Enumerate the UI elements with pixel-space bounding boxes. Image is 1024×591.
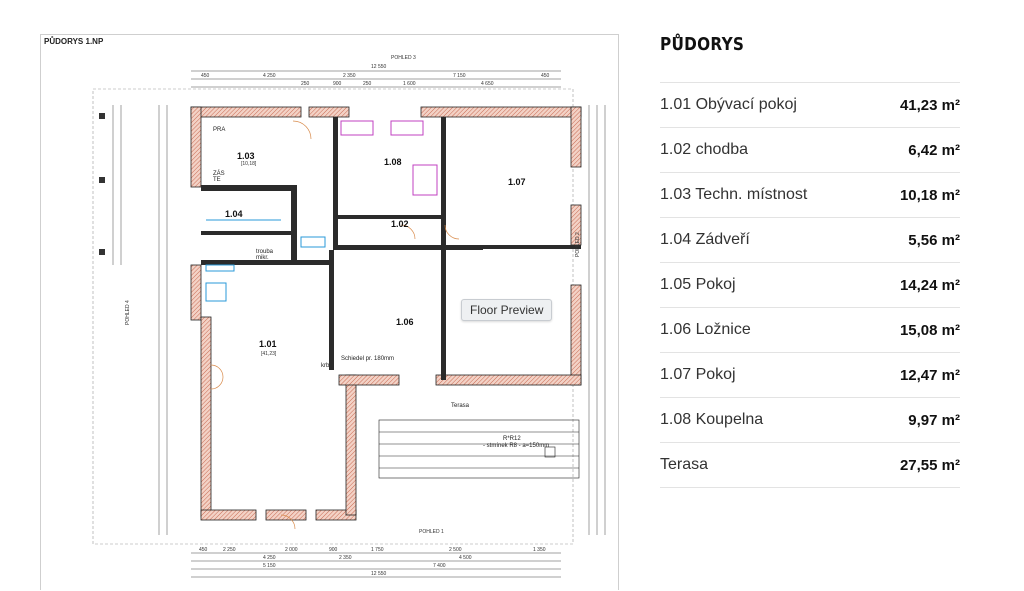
room-label-1-03: 1.03 — [237, 151, 255, 161]
room-area: 15,08 m² — [899, 321, 960, 339]
room-area: 9,97 m² — [908, 411, 960, 429]
room-row: 1.06 Ložnice 15,08 m² — [660, 308, 960, 353]
room-name: 1.01 Obývací pokoj — [660, 96, 797, 113]
bottom-dim: 2 500 — [449, 547, 462, 553]
stair-label: R*R12 — [503, 436, 521, 442]
fireplace-label: krb — [321, 363, 330, 369]
room-name: 1.06 Ložnice — [660, 321, 751, 338]
room-name: 1.08 Koupelna — [660, 411, 764, 428]
top-dim: 450 — [201, 73, 210, 79]
room-label-1-06: 1.06 — [396, 317, 414, 327]
room-area: 10,18 m² — [899, 186, 960, 204]
room-area: 6,42 m² — [908, 141, 960, 159]
bottom-dim: 1 350 — [533, 547, 546, 553]
top-dim: 4 250 — [263, 73, 276, 79]
bottom-dim: 4 500 — [459, 555, 472, 561]
room-row: Terasa 27,55 m² — [660, 443, 960, 488]
room-area: 12,47 m² — [899, 366, 960, 384]
room-area: 14,24 m² — [899, 276, 960, 294]
bottom-dim: 900 — [329, 547, 338, 553]
pra-label: PRA — [213, 127, 225, 133]
te-label: TE — [213, 177, 221, 183]
room-name: 1.04 Zádveří — [660, 231, 750, 248]
view-1-label: POHLED 1 — [419, 529, 444, 535]
top-dim: 7 150 — [453, 73, 466, 79]
bottom-dim: 2 000 — [285, 547, 298, 553]
room-area: 5,56 m² — [908, 231, 960, 249]
room-name: 1.03 Techn. místnost — [660, 186, 808, 203]
top-dim: 2 350 — [343, 73, 356, 79]
room-area-1-01: [41,23] — [261, 351, 277, 357]
room-name: 1.02 chodba — [660, 141, 749, 158]
room-name: 1.05 Pokoj — [660, 276, 736, 293]
room-row: 1.03 Techn. místnost 10,18 m² — [660, 173, 960, 218]
bottom-dim: 4 250 — [263, 555, 276, 561]
bottom-dim: 2 350 — [339, 555, 352, 561]
floor-plan-drawing: 12 550 4 250 2 350 7 150 450 250 900 250… — [92, 55, 606, 578]
room-row: 1.01 Obývací pokoj 41,23 m² — [660, 83, 960, 128]
oven-label: trouba — [256, 249, 274, 255]
bottom-total-dim: 12 550 — [371, 571, 387, 577]
stair-note: - stmínek R8 - a=150mm — [483, 443, 549, 449]
room-list: 1.01 Obývací pokoj 41,23 m² 1.02 chodba … — [660, 82, 960, 488]
microwave-label: mikr. — [256, 255, 269, 261]
panel-title: PŮDORYS — [660, 34, 745, 55]
top-dim: 4 650 — [481, 81, 494, 87]
view-4-label: POHLED 4 — [125, 300, 131, 325]
room-label-1-02: 1.02 — [391, 219, 409, 229]
top-dim: 900 — [333, 81, 342, 87]
room-area: 41,23 m² — [899, 96, 960, 114]
view-3-label: POHLED 3 — [391, 55, 416, 61]
room-list-panel: PŮDORYS 1.01 Obývací pokoj 41,23 m² 1.02… — [660, 30, 960, 488]
top-dim: 450 — [541, 73, 550, 79]
terrace-label: Terasa — [451, 403, 470, 409]
top-dim: 1 600 — [403, 81, 416, 87]
bottom-dim: 1 750 — [371, 547, 384, 553]
top-dim: 250 — [301, 81, 310, 87]
bottom-dim: 7 400 — [433, 563, 446, 569]
room-label-1-01: 1.01 — [259, 339, 277, 349]
floor-plan[interactable]: PŮDORYS 1.NP 12 550 4 — [40, 34, 619, 590]
top-total-dim: 12 550 — [371, 64, 387, 70]
room-row: 1.08 Koupelna 9,97 m² — [660, 398, 960, 443]
view-2-label: POHLED 2 — [575, 232, 581, 257]
room-name: 1.07 Pokoj — [660, 366, 736, 383]
room-area: 27,55 m² — [899, 456, 960, 474]
room-row: 1.04 Zádveří 5,56 m² — [660, 218, 960, 263]
room-row: 1.07 Pokoj 12,47 m² — [660, 353, 960, 398]
chimney-label: Schiedel pr. 180mm — [341, 356, 394, 362]
room-label-1-08: 1.08 — [384, 157, 402, 167]
room-area-1-03: [10,18] — [241, 161, 257, 167]
floor-preview-tooltip: Floor Preview — [461, 299, 553, 321]
room-label-1-04: 1.04 — [225, 209, 243, 219]
bottom-dim: 450 — [199, 547, 208, 553]
bottom-dim: 5 150 — [263, 563, 276, 569]
zas-label: ZÁS — [213, 170, 225, 177]
room-label-1-07: 1.07 — [508, 177, 526, 187]
plan-title: PŮDORYS 1.NP — [44, 37, 104, 46]
room-name: Terasa — [660, 456, 709, 473]
bottom-dim: 2 250 — [223, 547, 236, 553]
room-row: 1.02 chodba 6,42 m² — [660, 128, 960, 173]
top-dim: 250 — [363, 81, 372, 87]
room-row: 1.05 Pokoj 14,24 m² — [660, 263, 960, 308]
